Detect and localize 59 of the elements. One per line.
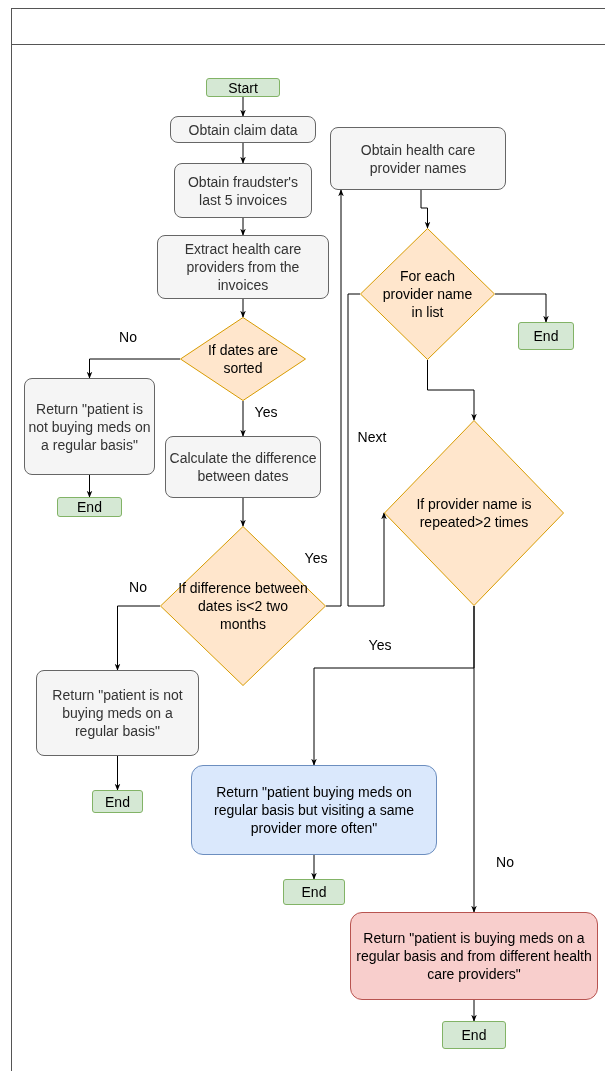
arrow (471, 605, 477, 913)
arrow (420, 189, 431, 229)
arrow (240, 96, 246, 117)
edge-label: Yes (253, 404, 279, 420)
node-text: End (461, 1026, 487, 1044)
result-box (350, 912, 598, 1000)
edge-label: Yes (367, 637, 393, 653)
node-text: Calculate the difference between dates (169, 449, 317, 485)
arrow (471, 999, 477, 1022)
node-text: Return "patient is not buying meds on a regular basis" (51, 686, 184, 740)
end-terminal (92, 790, 143, 813)
arrow (240, 497, 246, 527)
end-terminal (442, 1021, 506, 1049)
decision-text: If provider name is repeated>2 times (415, 495, 533, 531)
arrow (86, 474, 93, 498)
node-text: Obtain fraudster's last 5 invoices (186, 172, 300, 209)
arrow (114, 755, 121, 791)
arrow (240, 298, 246, 318)
arrow (240, 400, 246, 437)
edge-label: No (118, 329, 138, 345)
arrow (240, 142, 246, 164)
arrow (240, 217, 246, 236)
node-text: End (301, 883, 327, 901)
decision-text: If dates are sorted (206, 341, 279, 377)
process-box (24, 378, 155, 475)
node-text: Start (228, 78, 258, 97)
end-terminal (518, 322, 574, 350)
decision-text: If difference between dates is<2 two months (177, 579, 309, 633)
process-box (36, 670, 199, 756)
decision-text: For each provider name in list (381, 267, 474, 321)
edge-label: No (128, 579, 148, 595)
edge-label: Yes (303, 550, 329, 566)
process-box (174, 163, 312, 218)
arrow (86, 358, 181, 379)
process-box (330, 127, 506, 190)
node-text: Return "patient is not buying meds on a regular basis" (28, 399, 151, 454)
arrow (347, 293, 387, 607)
start-terminal (206, 78, 280, 97)
node-text: End (533, 327, 559, 345)
edge-label: No (495, 854, 515, 870)
end-terminal (57, 497, 122, 517)
arrow (325, 189, 344, 607)
node-text: Obtain health care provider names (359, 140, 477, 177)
node-text: End (77, 498, 102, 516)
arrow (494, 293, 549, 323)
arrow (311, 854, 317, 880)
node-text: Return "patient is buying meds on a regular basis and from different health care providers" (355, 929, 593, 983)
end-terminal (283, 879, 345, 905)
result-box (191, 765, 437, 855)
process-box (170, 116, 316, 143)
process-box (157, 235, 329, 299)
node-text: Obtain claim data (188, 120, 298, 139)
node-text: End (105, 792, 130, 811)
node-text: Return "patient buying meds on regular basis but visiting a same provider more often" (213, 783, 415, 837)
node-text: Extract health care providers from the invoices (183, 240, 303, 294)
process-box (165, 436, 321, 498)
arrow (114, 605, 161, 671)
edge-label: Next (356, 429, 388, 445)
arrow (427, 359, 477, 421)
